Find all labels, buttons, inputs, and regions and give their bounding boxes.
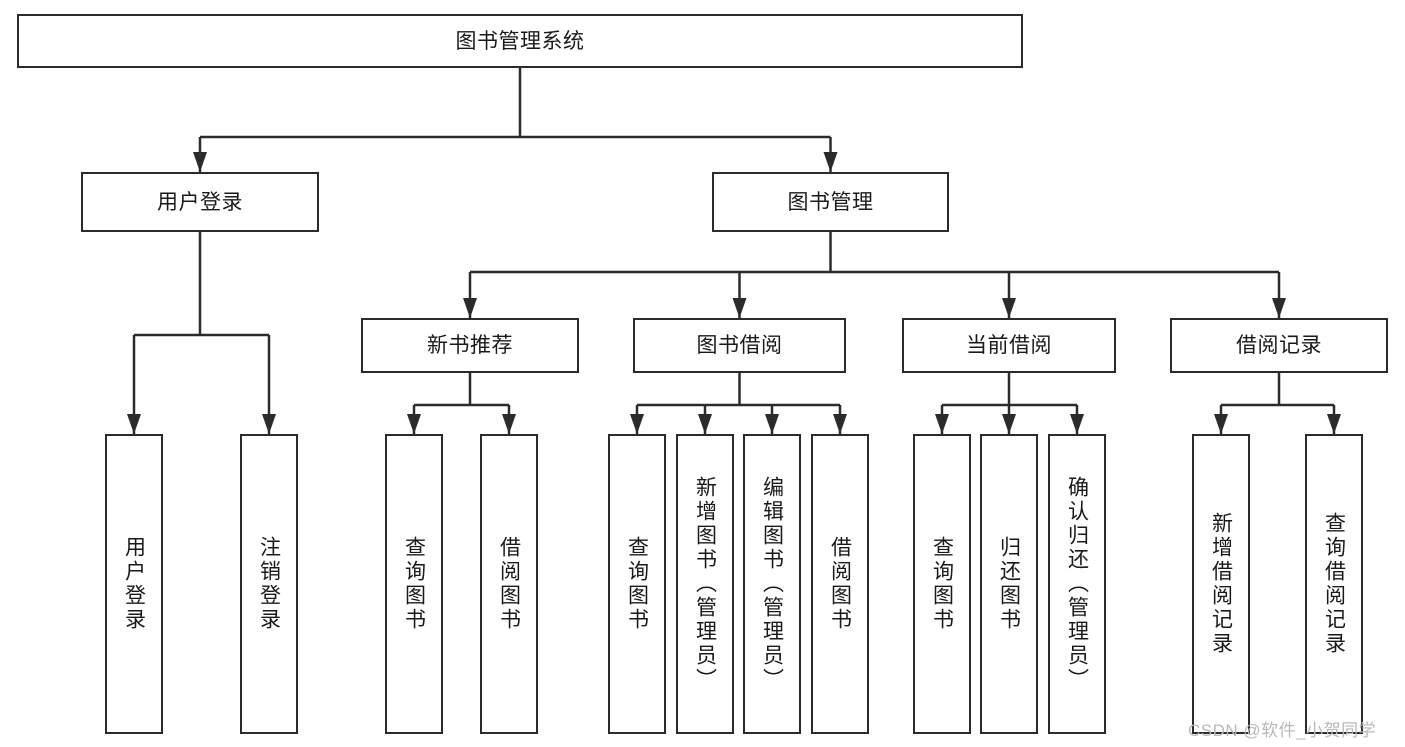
arrowhead <box>127 414 141 434</box>
arrowhead <box>1272 298 1286 318</box>
node-label: 确认归还（管理员） <box>1065 476 1089 692</box>
node-label: 编辑图书（管理员） <box>760 476 784 692</box>
node-label: 图书借阅 <box>696 334 783 357</box>
arrowhead <box>262 414 276 434</box>
arrowhead <box>1070 414 1084 434</box>
node-label: 借阅图书 <box>828 536 852 632</box>
node-book-borrow[interactable]: 图书借阅 <box>633 318 846 373</box>
arrowhead <box>1002 298 1016 318</box>
node-leaf-query-book-1[interactable]: 查询图书 <box>385 434 443 734</box>
node-borrow-record[interactable]: 借阅记录 <box>1170 318 1388 373</box>
arrowhead <box>630 414 644 434</box>
node-root[interactable]: 图书管理系统 <box>17 14 1023 68</box>
node-label: 借阅记录 <box>1236 334 1322 357</box>
node-label: 用户登录 <box>122 536 146 632</box>
node-leaf-user-logout[interactable]: 注销登录 <box>240 434 298 734</box>
node-leaf-add-record[interactable]: 新增借阅记录 <box>1192 434 1250 734</box>
arrowhead <box>1327 414 1341 434</box>
node-label: 当前借阅 <box>966 334 1052 357</box>
arrowhead <box>193 152 207 172</box>
node-leaf-borrow-book-1[interactable]: 借阅图书 <box>480 434 538 734</box>
node-new-book-rec[interactable]: 新书推荐 <box>361 318 579 373</box>
arrowhead <box>833 414 847 434</box>
node-label: 查询借阅记录 <box>1322 512 1346 656</box>
node-label: 借阅图书 <box>497 536 521 632</box>
arrowhead <box>1002 414 1016 434</box>
node-label: 查询图书 <box>930 536 954 632</box>
arrowhead <box>1214 414 1228 434</box>
node-leaf-user-login[interactable]: 用户登录 <box>105 434 163 734</box>
watermark: CSDN @软件_小贺同学 <box>1188 721 1377 740</box>
node-label: 归还图书 <box>997 536 1021 632</box>
arrowhead <box>463 298 477 318</box>
arrowhead <box>732 298 747 318</box>
node-leaf-query-book-3[interactable]: 查询图书 <box>913 434 971 734</box>
arrowhead <box>502 414 516 434</box>
node-leaf-confirm-return[interactable]: 确认归还（管理员） <box>1048 434 1106 734</box>
node-current-borrow[interactable]: 当前借阅 <box>902 318 1116 373</box>
node-leaf-query-book-2[interactable]: 查询图书 <box>608 434 666 734</box>
node-leaf-query-record[interactable]: 查询借阅记录 <box>1305 434 1363 734</box>
arrowhead <box>765 414 779 434</box>
node-user-login[interactable]: 用户登录 <box>81 172 319 232</box>
node-label: 新书推荐 <box>427 334 513 357</box>
arrowhead <box>698 414 712 434</box>
arrowhead <box>407 414 421 434</box>
node-label: 注销登录 <box>257 536 281 632</box>
node-leaf-edit-book[interactable]: 编辑图书（管理员） <box>743 434 801 734</box>
node-label: 新增借阅记录 <box>1209 512 1233 656</box>
node-label: 查询图书 <box>625 536 649 632</box>
node-label: 查询图书 <box>402 536 426 632</box>
node-label: 用户登录 <box>157 190 243 214</box>
node-leaf-borrow-book-2[interactable]: 借阅图书 <box>811 434 869 734</box>
node-label: 图书管理 <box>787 190 874 214</box>
node-leaf-add-book[interactable]: 新增图书（管理员） <box>676 434 734 734</box>
node-label: 新增图书（管理员） <box>693 476 717 692</box>
arrowhead <box>823 152 838 172</box>
node-leaf-return-book[interactable]: 归还图书 <box>980 434 1038 734</box>
node-label: 图书管理系统 <box>455 29 585 53</box>
arrowhead <box>935 414 949 434</box>
node-book-manage[interactable]: 图书管理 <box>712 172 949 232</box>
